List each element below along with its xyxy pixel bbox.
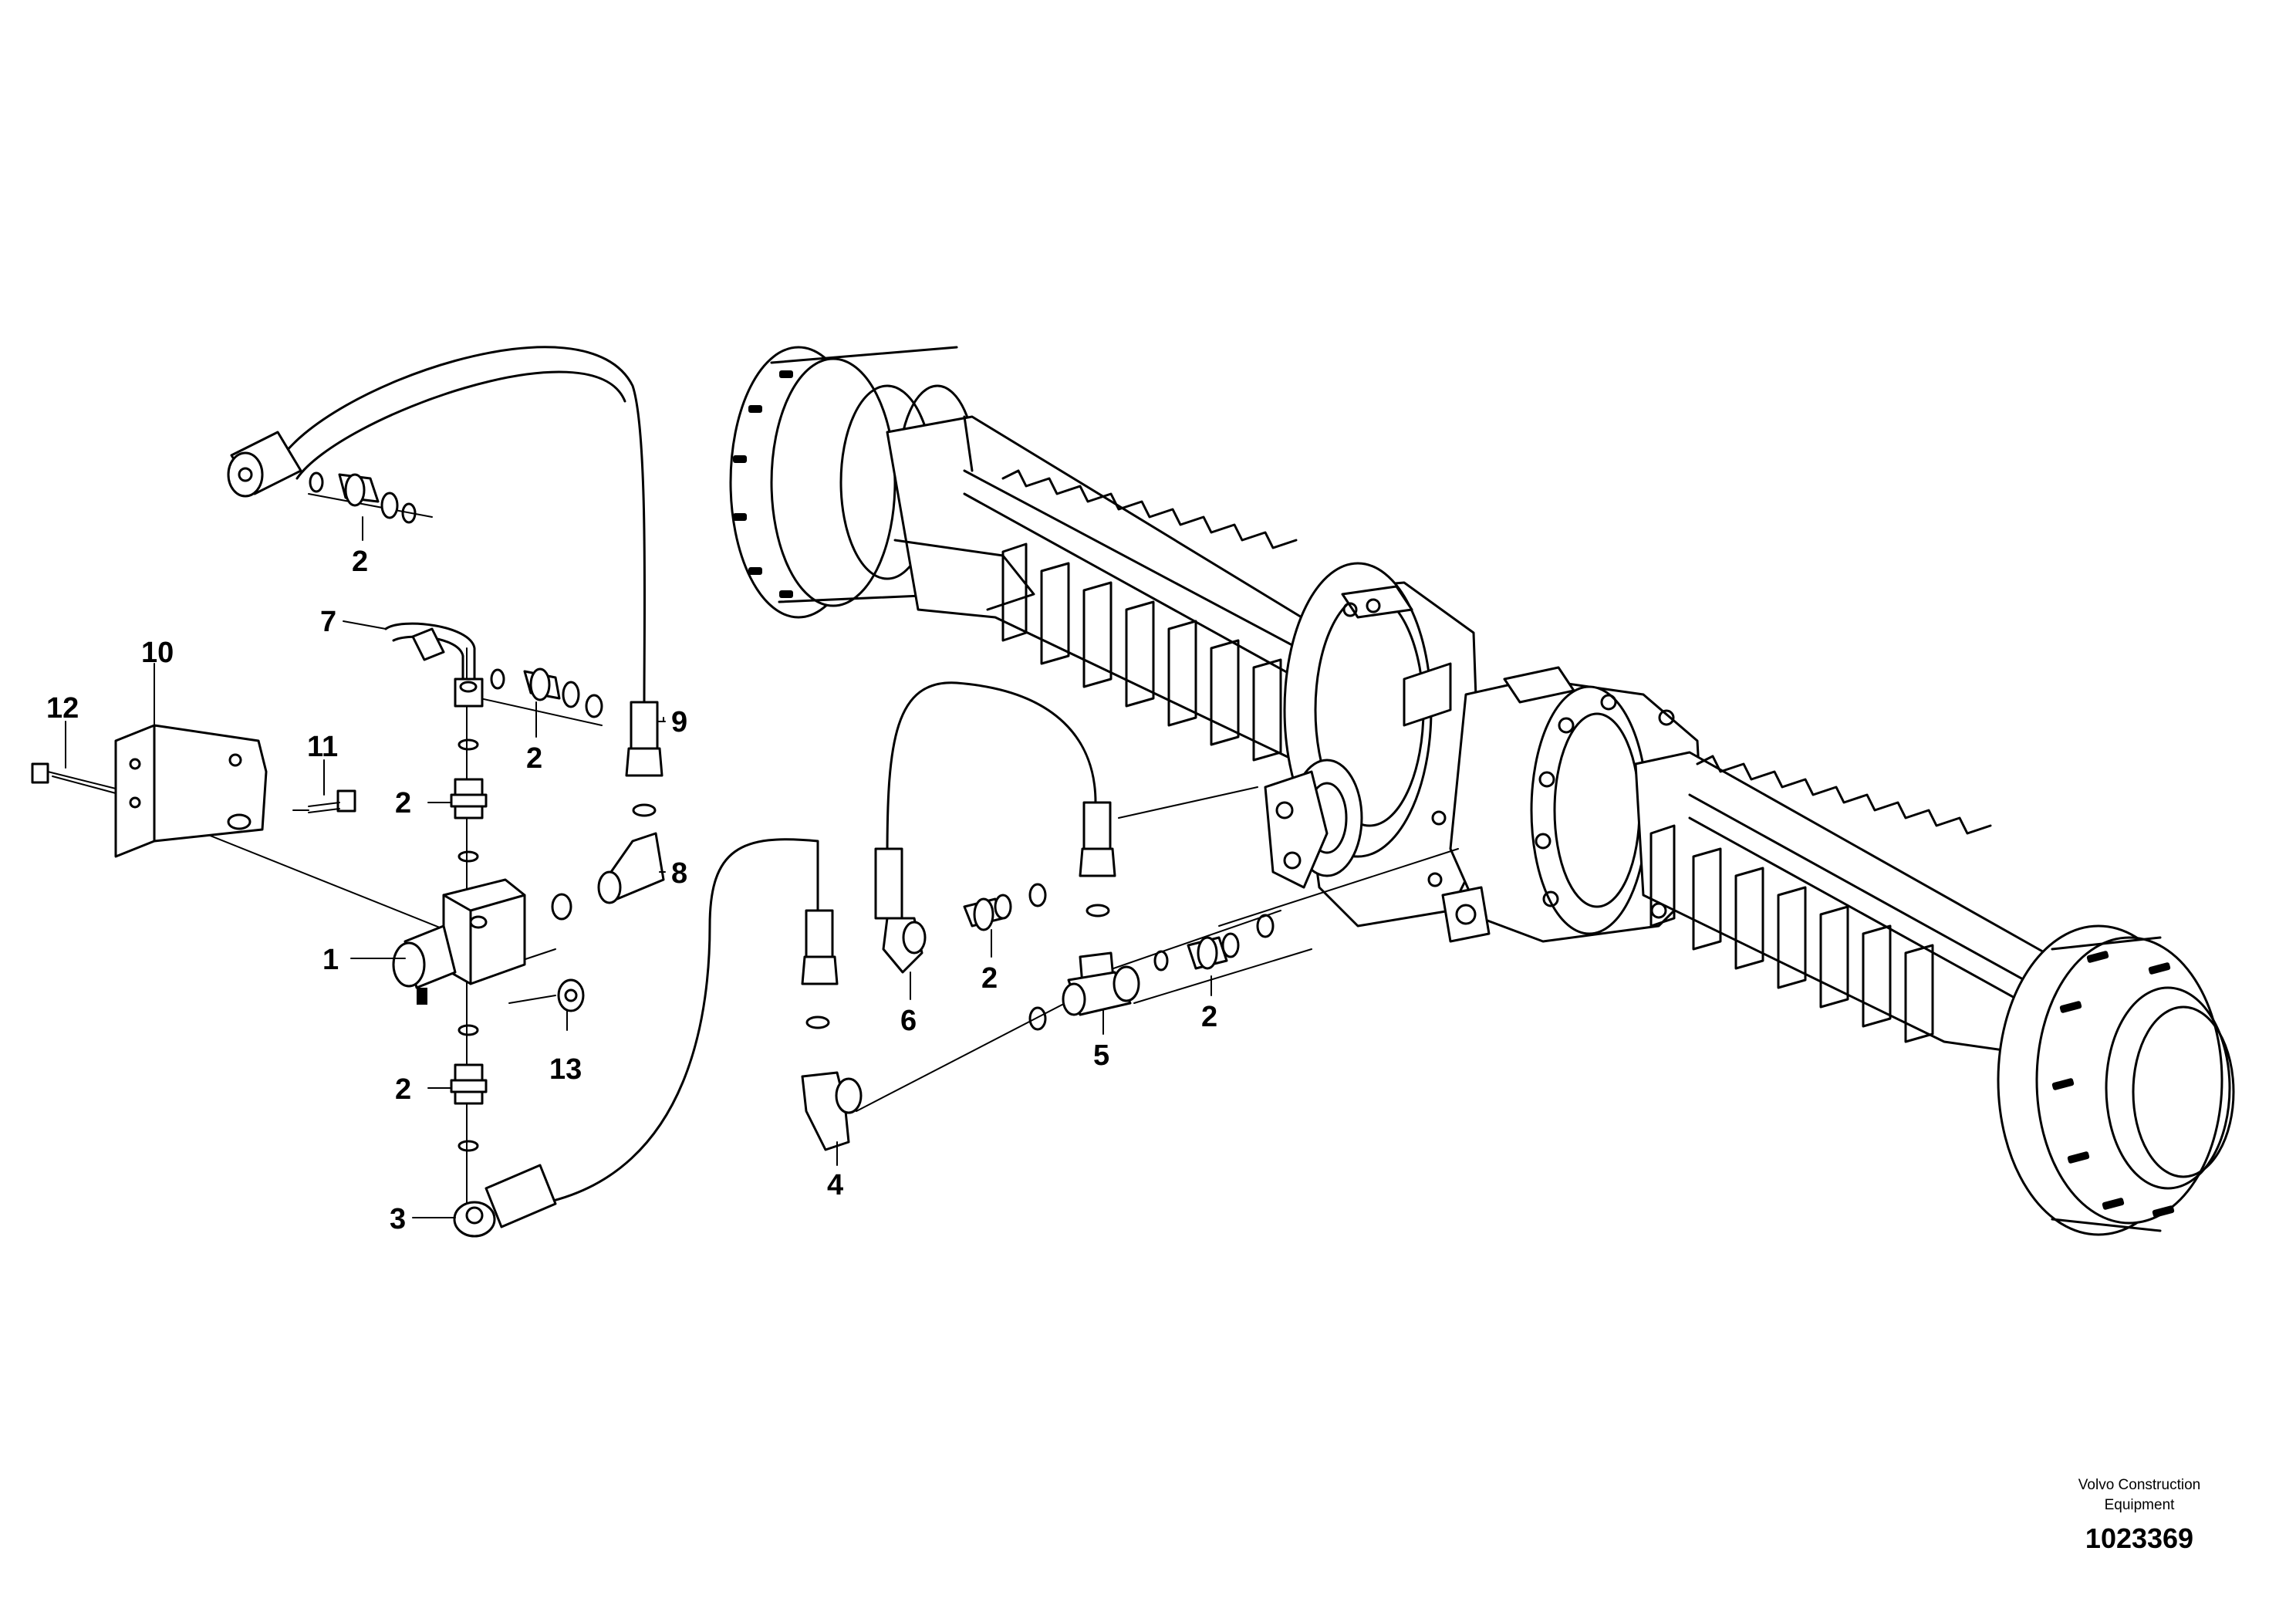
right-wheel-hub: [1997, 924, 2235, 1236]
callout-item-10: 10: [141, 637, 174, 669]
hose-item6-loop: [886, 681, 1097, 858]
callout-item-3: 3: [390, 1203, 406, 1235]
callout-item-2: 2: [395, 787, 411, 819]
hose-lower-loop: [539, 838, 819, 1205]
item-2-nipple-near-6: [963, 883, 1047, 931]
callout-item-2: 2: [1201, 1001, 1217, 1033]
callout-item-2: 2: [395, 1073, 411, 1106]
item-2-left-lower-nipple: [450, 1024, 488, 1152]
callout-item-6: 6: [900, 1005, 917, 1037]
brand-line-2: Equipment: [2105, 1497, 2176, 1513]
document-number: 1023369: [2085, 1522, 2193, 1554]
callout-item-2: 2: [981, 962, 998, 995]
left-axle-beam: [886, 415, 1336, 781]
callout-labels: 1 2 2 2 2 2 2 3 4 5 6 7 8 9 10 11 12 13: [46, 546, 1217, 1235]
item-2-upper-nipple: [309, 471, 417, 524]
upper-elbow-fitting: [227, 431, 302, 498]
hose-upper-loop: [276, 346, 647, 704]
item-2-nipple-near-5: [1153, 914, 1275, 972]
item-11-screw: [292, 789, 356, 813]
item-8-elbow: [551, 832, 665, 921]
item-13-plug: [557, 978, 585, 1012]
callout-item-8: 8: [671, 857, 687, 890]
item-5-tee-fitting: [1028, 801, 1140, 1031]
footer-block: Volvo Construction Equipment 1023369: [2078, 1477, 2200, 1554]
item-2-nipple-near-7: [490, 667, 603, 718]
item-6-elbow: [874, 847, 927, 974]
fittings: [31, 431, 1275, 1238]
callout-item-7: 7: [320, 606, 336, 638]
callout-item-4: 4: [827, 1169, 843, 1201]
item-7-bent-tube: [384, 622, 484, 708]
item-3-elbow: [453, 1164, 557, 1238]
callout-item-5: 5: [1093, 1039, 1109, 1072]
item-9-hose-end: [625, 701, 663, 817]
item-12-screw: [31, 762, 116, 794]
callout-item-9: 9: [671, 706, 687, 738]
right-axle-beam: [1634, 751, 2054, 1059]
item-4-elbow: [801, 909, 863, 1151]
brand-line-1: Volvo Construction: [2078, 1477, 2200, 1493]
leader-lines: [65, 516, 1212, 1218]
callout-item-2: 2: [352, 546, 368, 578]
item-1-valve-block: [392, 878, 526, 1005]
item-2-left-upper-nipple: [450, 738, 488, 863]
callout-item-12: 12: [46, 692, 79, 725]
callout-item-13: 13: [549, 1053, 582, 1086]
callout-item-1: 1: [322, 944, 339, 976]
axle-assembly: [729, 346, 2235, 1236]
item-10-bracket: [114, 724, 268, 858]
callout-item-11: 11: [307, 731, 338, 763]
callout-item-2: 2: [526, 742, 542, 775]
